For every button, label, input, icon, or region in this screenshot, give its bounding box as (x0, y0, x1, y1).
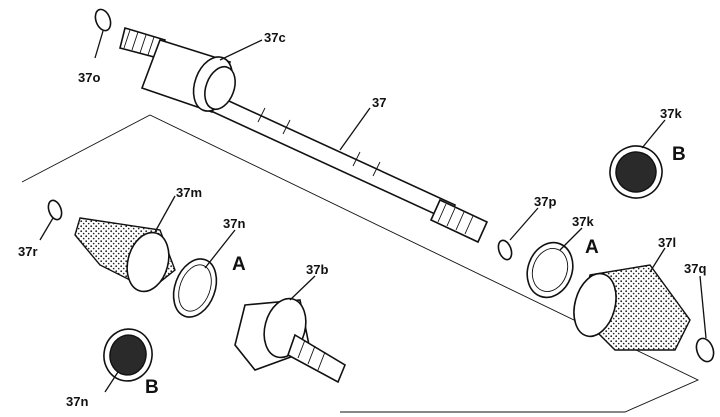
inner-boot-clamp (526, 241, 574, 299)
label-37o: 37o (78, 70, 100, 85)
marker-b-right: B (672, 144, 686, 165)
label-37p: 37p (534, 194, 556, 209)
label-37c: 37c (264, 30, 286, 45)
label-37k-a: 37k (572, 214, 594, 229)
circlip-left (47, 199, 63, 221)
inner-boot (573, 264, 691, 351)
circlip-shaft (497, 239, 513, 261)
outer-boot-clamp-small (172, 258, 218, 318)
marker-a-left: A (232, 254, 246, 275)
label-37b: 37b (306, 262, 328, 277)
label-37n-b: 37n (66, 394, 88, 409)
inner-joint-housing (119, 26, 236, 114)
outer-boot (74, 217, 176, 293)
label-37l: 37l (658, 235, 676, 250)
marker-b-left: B (145, 377, 159, 398)
label-37n-a: 37n (223, 216, 245, 231)
label-37q: 37q (684, 261, 706, 276)
label-37k-b: 37k (660, 106, 682, 121)
drive-shaft (196, 88, 489, 244)
assembly-frame-outline (21, 114, 700, 413)
circlip-right (695, 337, 715, 363)
marker-a-right: A (585, 237, 599, 258)
leader-lines (39, 30, 707, 393)
label-37m: 37m (176, 185, 202, 200)
snap-ring-left (94, 8, 112, 32)
label-37: 37 (372, 95, 386, 110)
label-37r: 37r (18, 244, 38, 259)
outer-joint (234, 297, 347, 384)
